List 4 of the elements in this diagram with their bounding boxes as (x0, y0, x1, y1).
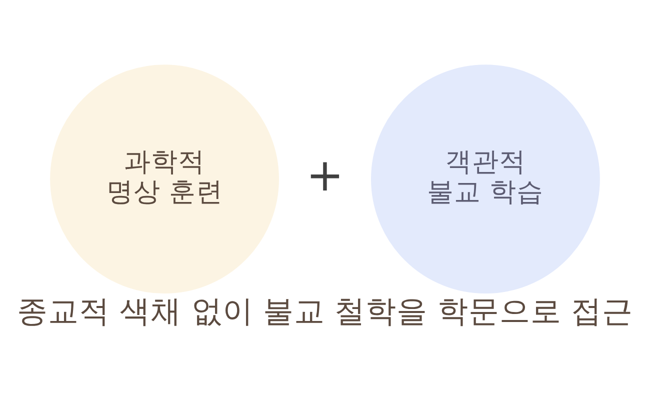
label: + (306, 148, 344, 202)
node-circle: 객관적 불교 학습 (371, 64, 600, 294)
caption: 종교적 색채 없이 불교 철학을 학문으로 접근 (16, 294, 634, 330)
node-circle: 과학적 명상 훈련 (50, 64, 279, 294)
